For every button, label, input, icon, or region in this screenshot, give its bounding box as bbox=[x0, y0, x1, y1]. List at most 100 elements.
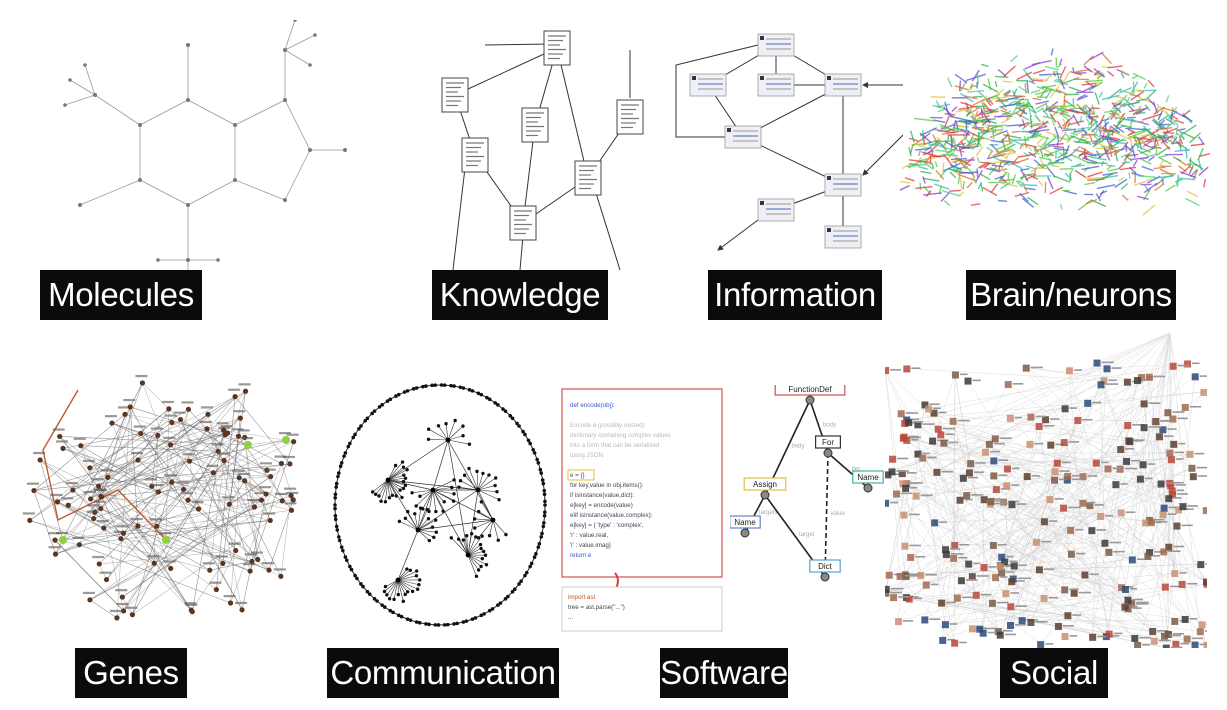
gene-label-mark bbox=[233, 410, 246, 413]
comm-node bbox=[439, 383, 444, 387]
gene-edge bbox=[89, 409, 189, 469]
fiber-stroke bbox=[1104, 110, 1118, 122]
fiber-stroke bbox=[1063, 95, 1066, 106]
social-name-mark bbox=[1043, 568, 1055, 570]
gene-edge bbox=[68, 504, 94, 519]
gene-label-mark bbox=[149, 518, 162, 521]
fiber-stroke bbox=[1089, 51, 1104, 61]
fiber-stroke bbox=[922, 192, 942, 196]
fiber-stroke bbox=[963, 95, 978, 100]
social-edge bbox=[908, 468, 1120, 599]
fiber-stroke bbox=[962, 180, 965, 190]
social-edge bbox=[944, 615, 1068, 625]
social-avatar bbox=[888, 468, 896, 476]
atom-dot bbox=[156, 258, 160, 262]
social-avatar bbox=[1136, 475, 1144, 483]
fiber-stroke bbox=[1030, 164, 1044, 173]
comm-node bbox=[510, 416, 515, 421]
fiber-stroke bbox=[1165, 184, 1176, 192]
fiber-stroke bbox=[940, 126, 959, 132]
social-name-mark bbox=[1030, 366, 1043, 369]
gene-edge bbox=[132, 482, 173, 615]
social-name-mark bbox=[1129, 605, 1138, 608]
social-name-mark bbox=[939, 521, 948, 523]
comm-node bbox=[396, 592, 401, 597]
gene-label-mark bbox=[284, 502, 297, 505]
fiber-stroke bbox=[976, 110, 984, 117]
social-avatar bbox=[907, 553, 915, 561]
social-avatar bbox=[998, 553, 1006, 561]
comm-node bbox=[449, 536, 453, 540]
comm-node bbox=[336, 535, 341, 539]
gene-node bbox=[87, 496, 94, 502]
comm-edge bbox=[405, 518, 419, 531]
gene-label-mark bbox=[237, 429, 250, 432]
gene-edge bbox=[33, 490, 56, 555]
gene-edge bbox=[171, 422, 219, 452]
social-edge bbox=[1001, 412, 1168, 557]
comm-node bbox=[427, 538, 432, 543]
fiber-stroke bbox=[958, 105, 975, 111]
social-avatar bbox=[963, 492, 971, 500]
fiber-stroke bbox=[1172, 156, 1181, 162]
gene-edge bbox=[130, 406, 249, 446]
fiber-stroke bbox=[1090, 116, 1094, 126]
ast-edge-label: body bbox=[792, 444, 805, 450]
gene-label-mark bbox=[83, 490, 96, 494]
edge-arrow bbox=[862, 134, 903, 176]
comm-node bbox=[333, 492, 338, 497]
social-name-mark bbox=[1130, 587, 1138, 590]
fiber-stroke bbox=[1063, 99, 1076, 109]
social-edge bbox=[1064, 494, 1173, 637]
social-name-mark bbox=[910, 596, 919, 598]
social-name-mark bbox=[1168, 550, 1181, 553]
fiber-stroke bbox=[1095, 193, 1102, 202]
comm-edge bbox=[386, 579, 399, 596]
social-name-mark bbox=[1017, 577, 1031, 580]
gene-node bbox=[59, 536, 67, 544]
gene-node bbox=[279, 498, 285, 504]
fiber-stroke bbox=[1147, 79, 1155, 88]
fiber-stroke bbox=[952, 126, 966, 132]
fiber-stroke bbox=[980, 182, 984, 192]
comm-edge bbox=[387, 479, 434, 491]
fiber-stroke bbox=[1017, 104, 1034, 108]
fiber-stroke bbox=[940, 192, 950, 202]
code-line: e[key] = encode(value) bbox=[570, 502, 633, 509]
gene-label-mark bbox=[223, 595, 236, 598]
fiber-stroke bbox=[978, 90, 991, 103]
fiber-stroke bbox=[985, 167, 1001, 173]
social-avatar bbox=[1117, 509, 1125, 517]
fiber-stroke bbox=[1089, 115, 1099, 119]
fiber-stroke bbox=[904, 177, 915, 182]
gene-label-mark bbox=[206, 464, 219, 467]
comm-node bbox=[387, 495, 392, 500]
fiber-stroke bbox=[1092, 137, 1107, 148]
gene-label-mark bbox=[211, 443, 224, 446]
gene-label-mark bbox=[286, 491, 299, 495]
gene-edge bbox=[171, 422, 228, 434]
gene-label-mark bbox=[73, 437, 86, 440]
social-edge bbox=[942, 628, 973, 641]
social-edge bbox=[933, 471, 937, 523]
fiber-stroke bbox=[952, 159, 962, 164]
gene-label-mark bbox=[96, 520, 109, 523]
comm-hub bbox=[475, 487, 481, 493]
gene-edge bbox=[140, 428, 208, 434]
social-name-mark bbox=[1002, 630, 1013, 632]
social-name-mark bbox=[1174, 481, 1184, 484]
ast-node-label: Name bbox=[734, 518, 756, 527]
social-edge bbox=[917, 452, 1170, 454]
gene-label-mark bbox=[161, 400, 174, 404]
bond-line bbox=[84, 64, 96, 96]
social-avatar bbox=[1159, 511, 1167, 519]
social-avatar bbox=[1142, 519, 1150, 527]
comm-node bbox=[339, 461, 344, 465]
social-name-mark bbox=[975, 462, 986, 464]
social-avatar bbox=[1007, 603, 1015, 611]
fiber-stroke bbox=[946, 134, 950, 142]
social-avatar bbox=[1112, 481, 1120, 489]
social-name-mark bbox=[1178, 442, 1186, 445]
fiber-stroke bbox=[1093, 70, 1101, 76]
social-name-mark bbox=[1004, 565, 1014, 567]
